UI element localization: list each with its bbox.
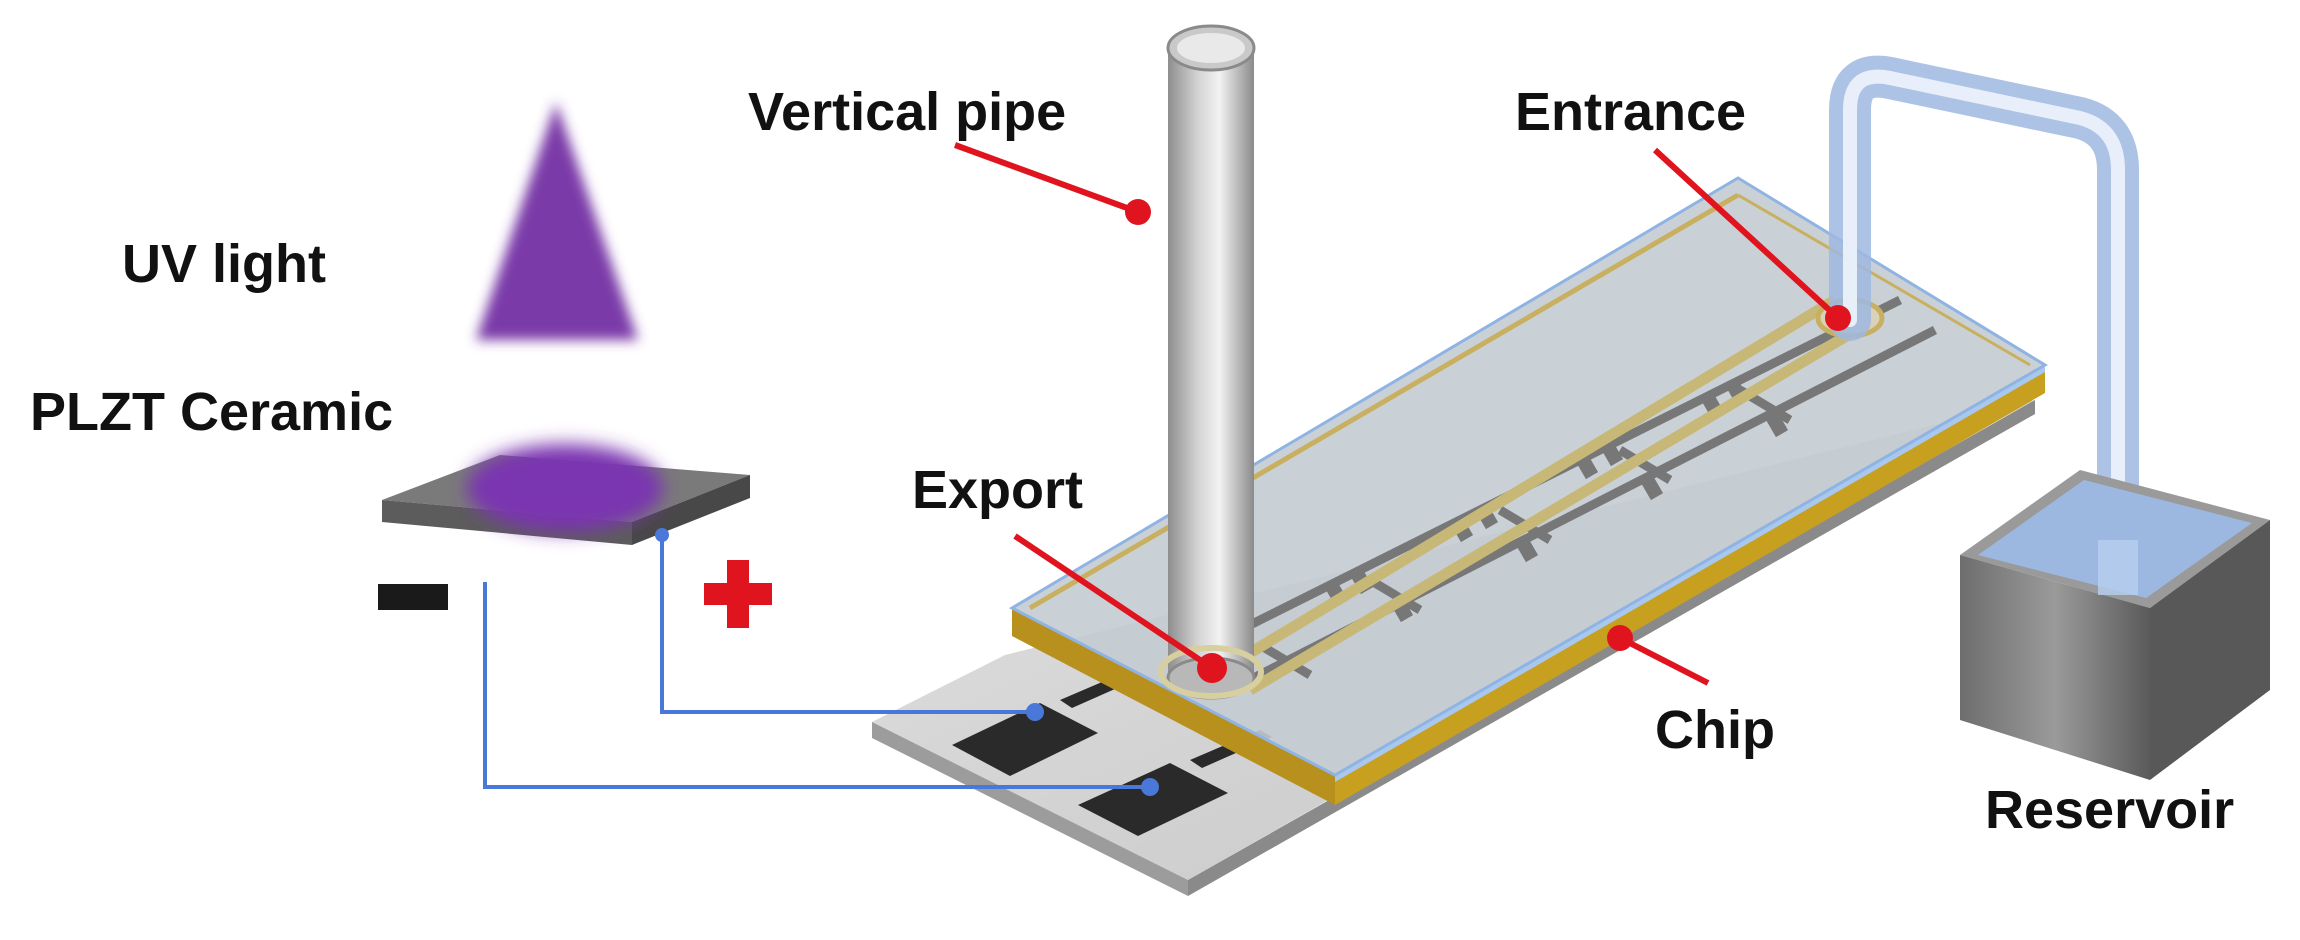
plzt-ceramic	[382, 444, 750, 545]
wires	[483, 535, 1150, 789]
tube	[1829, 55, 2139, 611]
chip	[1008, 176, 2048, 805]
label-entrance: Entrance	[1515, 82, 1746, 142]
pointer-chip	[1607, 625, 1710, 686]
reservoir	[1960, 470, 2270, 780]
plus-sign	[704, 560, 772, 628]
label-uv-light: UV light	[122, 234, 326, 294]
wire-node	[1141, 778, 1159, 796]
pointer-vertical-pipe	[953, 142, 1151, 225]
wire-positive	[660, 535, 1035, 714]
label-vertical-pipe: Vertical pipe	[748, 82, 1066, 142]
pointer-entrance	[1652, 147, 1851, 331]
minus-sign	[378, 584, 448, 610]
label-chip: Chip	[1655, 700, 1775, 760]
wire-node	[655, 528, 669, 542]
uv-spot	[467, 444, 663, 532]
tube-in-reservoir	[2098, 540, 2138, 595]
pointer-export	[1013, 533, 1227, 683]
label-reservoir: Reservoir	[1985, 780, 2234, 840]
label-plzt-ceramic: PLZT Ceramic	[30, 382, 393, 442]
vertical-pipe	[1158, 24, 1264, 700]
uv-light-triangle	[476, 102, 638, 340]
wire-negative	[483, 582, 1150, 789]
label-export: Export	[912, 460, 1083, 520]
wire-node	[1026, 703, 1044, 721]
main-channels	[1227, 295, 1868, 695]
